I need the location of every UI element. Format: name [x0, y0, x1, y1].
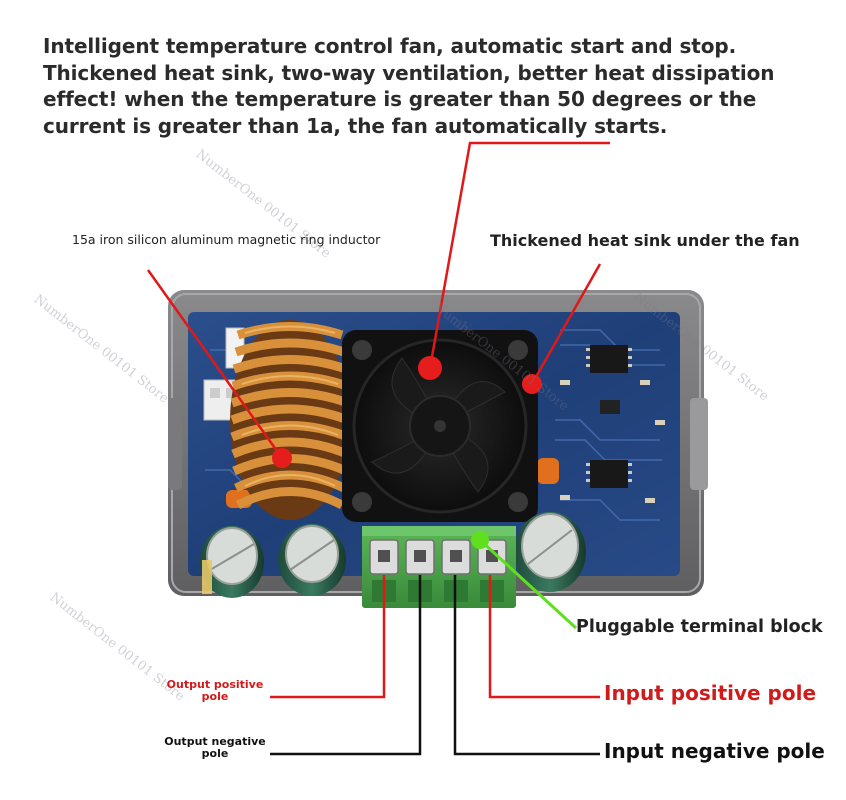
capacitor-right: [514, 512, 586, 592]
inductor-label: 15a iron silicon aluminum magnetic ring …: [72, 232, 381, 247]
output-negative-label: Output negative pole: [164, 735, 266, 760]
heat-sink-label: Thickened heat sink under the fan: [490, 231, 800, 250]
output-positive-label: Output positive pole: [166, 678, 264, 703]
terminal-block-label: Pluggable terminal block: [576, 617, 823, 637]
input-negative-label: Input negative pole: [604, 739, 825, 763]
inductor-coil: [230, 320, 350, 520]
headline-line: Thickened heat sink, two-way ventilation…: [43, 60, 775, 85]
headline-line: effect! when the temperature is greater …: [43, 87, 757, 111]
cooling-fan: [342, 330, 538, 522]
capacitor-left: [200, 526, 264, 598]
headline-line: current is greater than 1a, the fan auto…: [43, 113, 668, 138]
capacitor-middle: [278, 524, 346, 596]
headline-text: Intelligent temperature control fan, aut…: [43, 33, 833, 139]
input-positive-label: Input positive pole: [604, 681, 817, 705]
callout-lines: [146, 141, 610, 756]
headline-line: Intelligent temperature control fan, aut…: [43, 34, 737, 58]
